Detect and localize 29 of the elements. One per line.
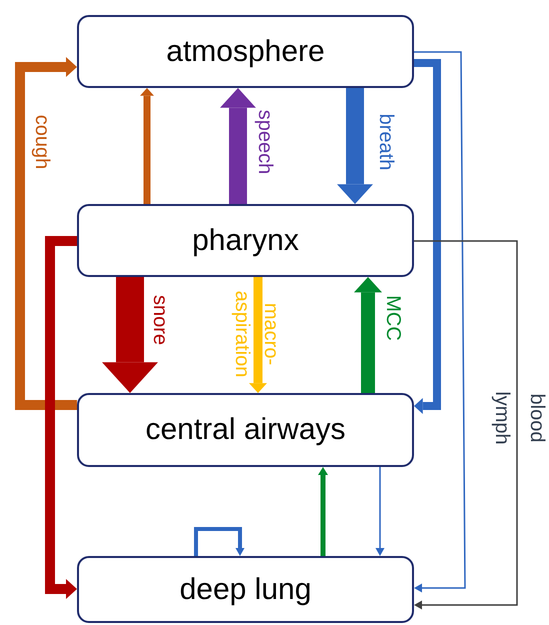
- arrow: [337, 88, 373, 204]
- arrow: [354, 277, 382, 393]
- arrow: [376, 467, 384, 556]
- edge-label: snore: [148, 294, 172, 348]
- edge-label: cough: [30, 114, 54, 172]
- edge-label: breath: [374, 112, 398, 172]
- process-box: [77, 204, 414, 277]
- edge-label: macro- aspiration: [230, 290, 283, 380]
- node-label: atmosphere: [166, 36, 325, 66]
- arrow: [414, 240, 518, 610]
- arrow: [140, 88, 154, 204]
- edge-label: speech: [253, 108, 277, 176]
- arrow: [102, 277, 158, 393]
- node-label: deep lung: [180, 574, 312, 604]
- arrow: [194, 527, 244, 556]
- process-box: [77, 556, 414, 623]
- process-box: [77, 393, 414, 467]
- arrow: [220, 88, 256, 204]
- process-box: [77, 15, 414, 88]
- node-label: central airways: [145, 415, 346, 445]
- arrow: [45, 236, 77, 599]
- arrow: [249, 277, 267, 393]
- arrow: [414, 51, 466, 592]
- edge-label: blood lymph: [490, 390, 549, 447]
- arrow: [318, 467, 328, 556]
- edge-label: MCC: [381, 294, 405, 343]
- arrow: [15, 57, 77, 410]
- node-label: pharynx: [192, 226, 299, 256]
- arrow: [414, 59, 441, 414]
